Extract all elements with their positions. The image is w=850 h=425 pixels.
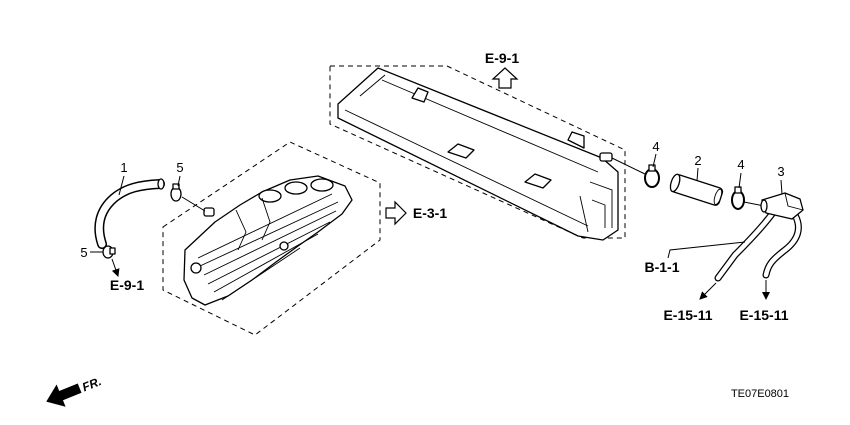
clamp-part-4-right	[731, 186, 745, 210]
callout-2-leader	[696, 167, 699, 182]
callout-5-lower: 5	[80, 245, 87, 260]
tube-assembly-part-3	[714, 192, 804, 282]
arrow-to-e91-left	[111, 258, 120, 277]
arrow-to-e1511-left	[699, 282, 717, 300]
cover-dashed-box	[329, 65, 626, 239]
callout-1-leader	[118, 175, 125, 196]
callout-5-upper-leader	[177, 175, 181, 187]
callout-4-left-leader	[652, 153, 657, 168]
hose-part-2	[669, 173, 724, 206]
cover-part	[337, 67, 619, 241]
front-label: FR.	[80, 374, 103, 394]
hollow-right-arrow-icon	[385, 200, 407, 226]
manifold-dashed-box	[162, 141, 381, 336]
b11-leader	[667, 241, 746, 259]
callout-3-leader	[780, 179, 783, 195]
ref-e91-top: E-9-1	[485, 50, 519, 66]
ref-e31: E-3-1	[413, 205, 447, 221]
callout-4-right: 4	[737, 157, 744, 172]
cover-to-clamp-leader	[611, 157, 646, 175]
ref-e91-left: E-9-1	[110, 277, 144, 293]
callout-4-right-leader	[738, 172, 742, 189]
clamp-part-5-upper	[170, 183, 182, 202]
callout-5-upper: 5	[176, 160, 183, 175]
callout-1: 1	[120, 160, 127, 175]
ref-e1511-right: E-15-11	[739, 307, 788, 323]
hollow-up-arrow-icon	[491, 67, 519, 89]
front-direction-arrow-icon: FR.	[46, 374, 103, 407]
ref-e1511-left: E-15-11	[663, 307, 712, 323]
hose-part-1	[94, 178, 165, 249]
drawing-code: TE07E0801	[731, 388, 789, 400]
callout-3: 3	[777, 164, 784, 179]
callout-4-left: 4	[652, 139, 659, 154]
intake-manifold	[183, 175, 353, 306]
clamp-part-5-lower	[102, 245, 116, 259]
ref-b11: B-1-1	[644, 259, 679, 275]
clamp-part-4-left	[644, 164, 660, 188]
clamp-to-manifold-leader	[181, 196, 206, 212]
callout-2: 2	[694, 153, 701, 168]
